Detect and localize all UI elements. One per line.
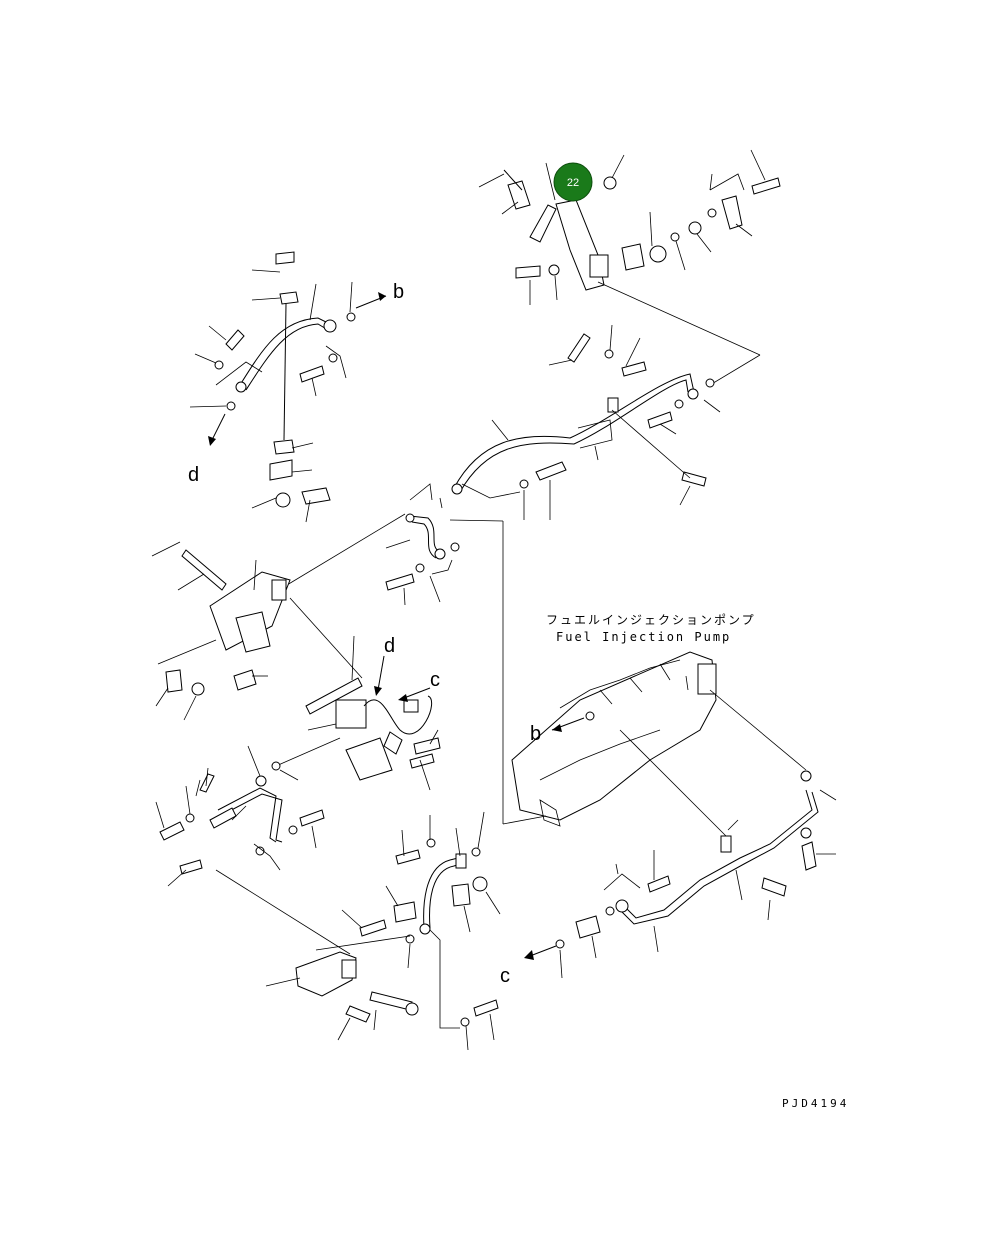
drawing-code: PJD4194 <box>782 1097 849 1110</box>
pump-caption-jp: フュエルインジェクションポンプ <box>546 613 756 627</box>
callout-c-bottom: c <box>500 965 510 987</box>
callout-b-top: b <box>393 281 404 303</box>
upper-bracket-assembly <box>478 149 781 386</box>
connector-pipe-assembly <box>281 483 547 825</box>
solenoid-assembly <box>271 635 441 791</box>
callout-c-mid: c <box>430 669 440 691</box>
callout-d-mid: d <box>384 635 395 657</box>
left-bracket-assembly <box>151 541 363 721</box>
right-pipe-assembly <box>524 770 837 979</box>
fuel-injection-pump <box>511 651 807 837</box>
pump-caption-en: Fuel Injection Pump <box>556 630 731 644</box>
middle-pipe-assembly <box>451 324 721 520</box>
item-number-label: 22 <box>567 177 579 189</box>
item-22-highlight-marker[interactable]: 22 <box>553 162 593 202</box>
callout-d-left: d <box>188 464 199 486</box>
lower-bracket-assembly <box>265 811 501 1051</box>
callout-b-pump: b <box>530 723 541 745</box>
lower-left-pipe-assembly <box>155 745 351 955</box>
upper-left-pipe-assembly <box>189 251 387 523</box>
